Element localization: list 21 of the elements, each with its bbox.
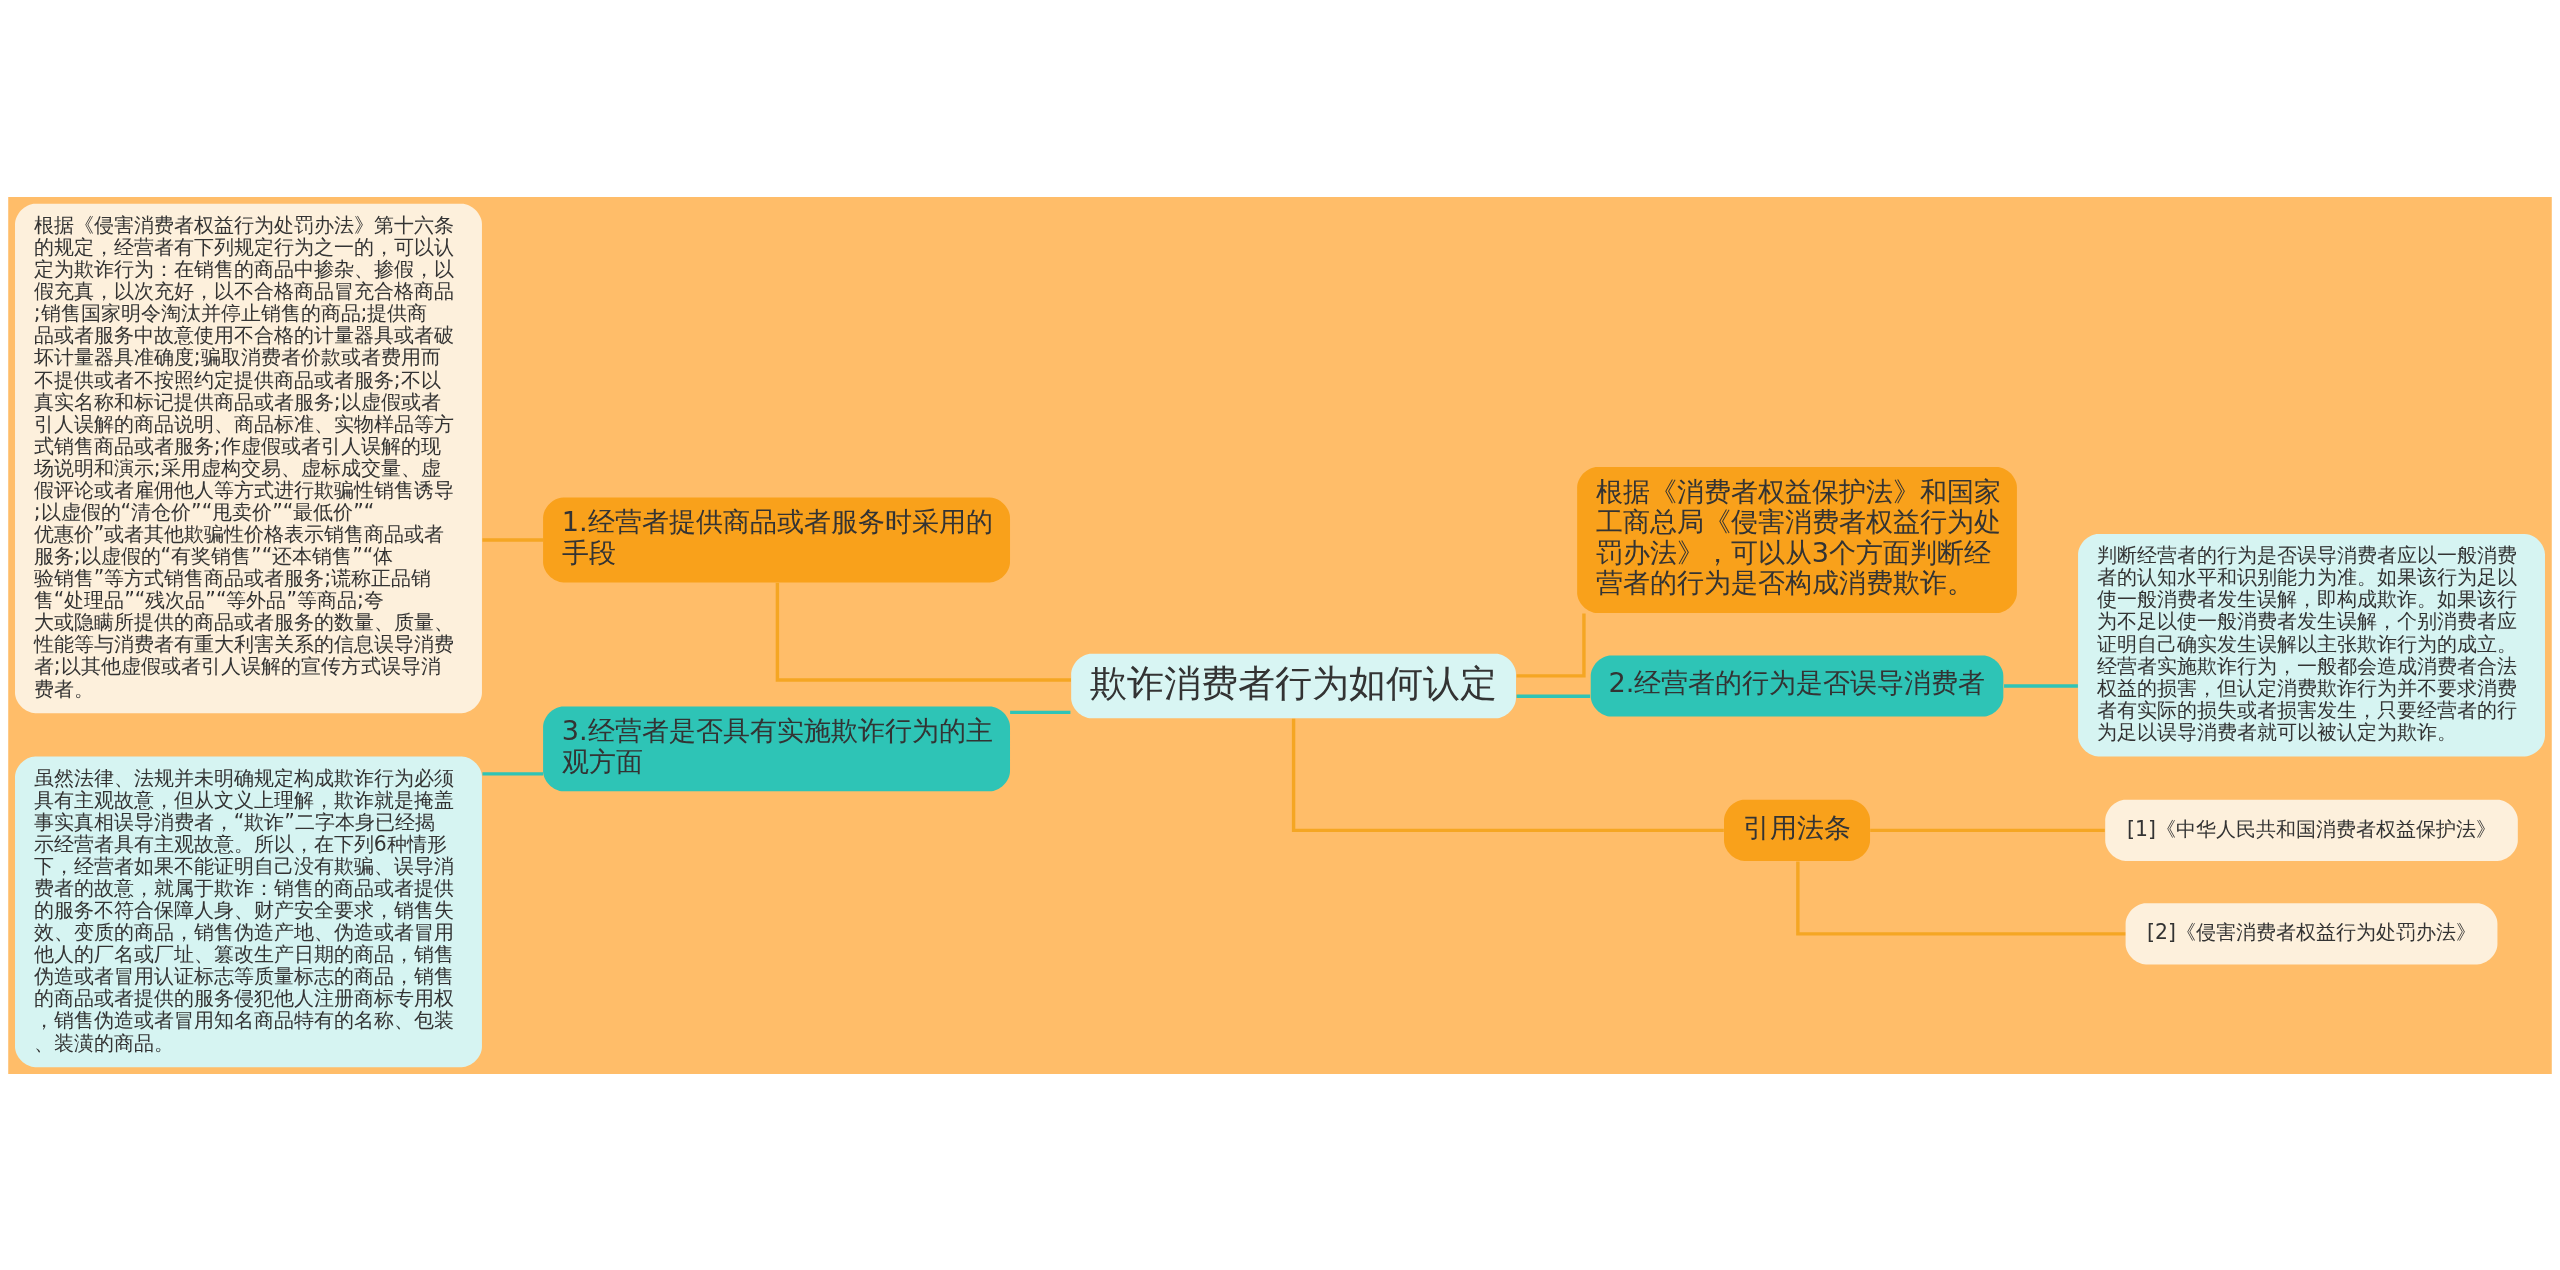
connector	[1796, 860, 2126, 936]
connector	[1291, 718, 1724, 832]
node-box: 根据《消费者权益保护法》和国家工商总局《侵害消费者权益行为处罚办法》，可以从3个方面判断经营者的行为是否构成消费欺诈。	[1577, 466, 2017, 613]
node-box: [2]《侵害消费者权益行为处罚办法》	[2125, 902, 2498, 964]
node-box: [1]《中华人民共和国消费者权益保护法》	[2105, 799, 2518, 861]
connector	[1516, 694, 1591, 698]
node-box: 欺诈消费者行为如何认定	[1071, 653, 1516, 718]
connector	[1870, 828, 2105, 832]
node-box: 2.经营者的行为是否误导消费者	[1590, 654, 2004, 717]
connector	[1516, 613, 1586, 678]
connector	[2004, 683, 2078, 688]
node-box: 3.经营者是否具有实施欺诈行为的主观方面	[543, 705, 1010, 791]
connector	[775, 582, 1071, 682]
node-box: 1.经营者提供商品或者服务时采用的手段	[543, 497, 1010, 582]
node-box: 虽然法律、法规并未明确规定构成欺诈行为必须具有主观故意，但从文义上理解，欺诈就是掩盖事实真相误导消费者，“欺诈”二字本身已经揭示经营者具有主观故意。所以，在下列6种情形下，经营者如果不能证明自己没有欺骗、误导消费者的故意，就属于欺诈：销售的商品或者提供的服务不符合保障人身、财产安全要求，销售失效、变质的商品，销售伪造产地、伪造或者冒用他人的厂名或厂址、篡改生产日期的商品，销售伪造或者冒用认证标志等质量标志的商品，销售的商品或者提供的服务侵犯他人注册商标专用权，销售伪造或者冒用知名商品特有的名称、包装、装潢的商品。	[15, 756, 482, 1067]
connector	[1010, 710, 1071, 714]
connector	[482, 537, 544, 542]
node-box: 根据《侵害消费者权益行为处罚办法》第十六条的规定，经营者有下列规定行为之一的，可以认定为欺诈行为：在销售的商品中掺杂、掺假，以假充真，以次充好，以不合格商品冒充合格商品;销售国家明令淘汰并停止销售的商品;提供商品或者服务中故意使用不合格的计量器具或者破坏计量器具准确度;骗取消费者价款或者费用而不提供或者不按照约定提供商品或者服务;不以真实名称和标记提供商品或者服务;以虚假或者引人误解的商品说明、商品标准、实物样品等方式销售商品或者服务;作虚假或者引人误解的现场说明和演示;采用虚构交易、虚标成交量、虚假评论或者雇佣他人等方式进行欺骗性销售诱导;以虚假的“清仓价”“甩卖价”“最低价”“优惠价”或者其他欺骗性价格表示销售商品或者服务;以虚假的“有奖销售”“还本销售”“体验销售”等方式销售商品或者服务;谎称正品销售“处理品”“残次品”“等外品”等商品;夸大或隐瞒所提供的商品或者服务的数量、质量、性能等与消费者有重大利害关系的信息误导消费者;以其他虚假或者引人误解的宣传方式误导消费者。	[15, 203, 482, 713]
node-box: 引用法条	[1724, 799, 1871, 861]
node-box: 判断经营者的行为是否误导消费者应以一般消费者的认知水平和识别能力为准。如果该行为足以使一般消费者发生误解，即构成欺诈。如果该行为不足以使一般消费者发生误解，个别消费者应证明自己确实发生误解以主张欺诈行为的成立。经营者实施欺诈行为，一般都会造成消费者合法权益的损害，但认定消费欺诈行为并不要求消费者有实际的损失或者损害发生，只要经营者的行为足以误导消费者就可以被认定为欺诈。	[2078, 533, 2545, 756]
connector	[482, 771, 544, 776]
